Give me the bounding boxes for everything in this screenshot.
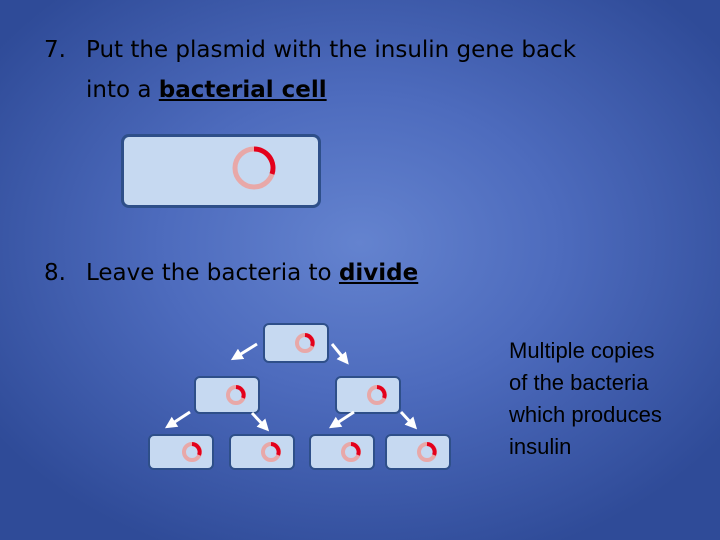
arrow-down-right-icon xyxy=(250,411,270,432)
step-text-line-1: Put the plasmid with the insulin gene ba… xyxy=(86,37,577,63)
step-text-line-2: into a bacterial cell xyxy=(86,77,327,103)
caption: Multiple copies of the bacteria which pr… xyxy=(509,335,714,463)
caption-line: which produces xyxy=(509,402,662,427)
arrow-down-left-icon xyxy=(164,410,191,429)
arrow-down-left-icon xyxy=(230,342,258,361)
bacterial-cell-gen3-1 xyxy=(148,434,214,470)
bacterial-cell-term: bacterial cell xyxy=(158,77,327,103)
step-number: 8. xyxy=(44,260,66,286)
plasmid-gen2-right xyxy=(367,385,387,405)
plasmid-gen3-2 xyxy=(261,442,281,462)
bacterial-cell-large xyxy=(121,134,321,208)
step-text-line-1: Leave the bacteria to divide xyxy=(86,260,419,286)
plasmid-gen3-1 xyxy=(182,442,202,462)
caption-line: insulin xyxy=(509,434,572,459)
insulin-gene-segment xyxy=(253,146,276,175)
arrow-down-right-icon xyxy=(399,410,418,430)
plasmid-gen1 xyxy=(295,333,315,353)
plasmid-large xyxy=(232,146,276,190)
arrow-down-left-icon xyxy=(328,410,355,429)
step-number: 7. xyxy=(44,37,66,63)
plasmid-gen3-4 xyxy=(417,442,437,462)
caption-line: of the bacteria xyxy=(509,370,649,395)
bacterial-cell-gen3-4 xyxy=(385,434,451,470)
caption-line: Multiple copies xyxy=(509,338,655,363)
plasmid-gen3-3 xyxy=(341,442,361,462)
arrow-down-right-icon xyxy=(330,343,349,365)
divide-term: divide xyxy=(338,260,419,286)
plasmid-gen2-left xyxy=(226,385,246,405)
bacterial-cell-gen3-2 xyxy=(229,434,295,470)
